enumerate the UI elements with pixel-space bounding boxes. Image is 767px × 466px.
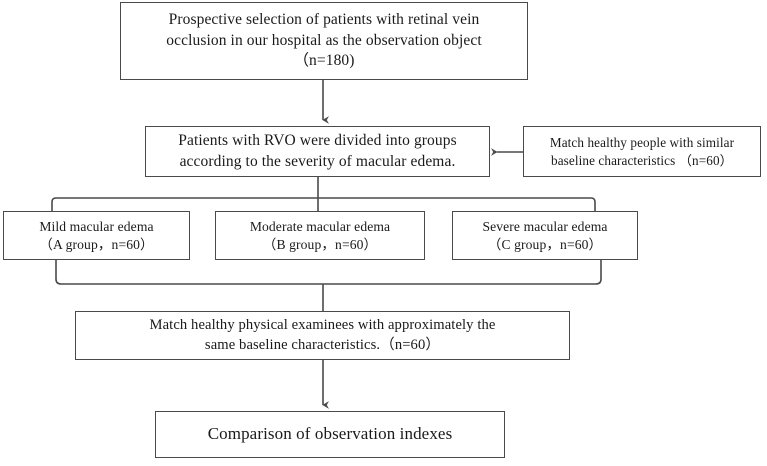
node-moderate-macular-edema: Moderate macular edema （B group，n=60）	[215, 211, 425, 260]
node-control-match-line2: baseline characteristics （n=60）	[551, 152, 733, 168]
node-comparison-line1: Comparison of observation indexes	[207, 424, 453, 444]
node-mild-macular-edema: Mild macular edema （A group，n=60）	[3, 211, 190, 260]
node-enrollment-line1: Prospective selection of patients with r…	[168, 11, 480, 29]
node-grouping-line1: Patients with RVO were divided into grou…	[178, 132, 457, 150]
node-comparison: Comparison of observation indexes	[155, 411, 505, 458]
node-mild-line1: Mild macular edema	[39, 218, 154, 234]
node-grouping: Patients with RVO were divided into grou…	[145, 126, 490, 177]
node-severe-line2: （C group，n=60）	[487, 236, 603, 252]
node-control-match: Match healthy people with similar baseli…	[523, 126, 761, 177]
node-moderate-line2: （B group，n=60）	[262, 236, 378, 252]
node-control-match-line1: Match healthy people with similar	[549, 135, 735, 151]
node-enrollment: Prospective selection of patients with r…	[120, 2, 528, 80]
node-healthy-examinees: Match healthy physical examinees with ap…	[75, 311, 570, 360]
bracket-severity-merge	[55, 260, 602, 285]
node-examinees-line2: same baseline characteristics.（n=60）	[204, 336, 441, 353]
node-enrollment-line3: （n=180)	[293, 52, 355, 70]
node-severe-line1: Severe macular edema	[482, 218, 608, 234]
node-moderate-line1: Moderate macular edema	[249, 218, 391, 234]
node-examinees-line1: Match healthy physical examinees with ap…	[149, 317, 496, 334]
node-grouping-line2: according to the severity of macular ede…	[179, 152, 456, 170]
node-mild-line2: （A group，n=60）	[39, 236, 154, 252]
node-enrollment-line2: occlusion in our hospital as the observa…	[166, 31, 482, 49]
bracket-severity-split	[51, 197, 596, 211]
node-severe-macular-edema: Severe macular edema （C group，n=60）	[452, 211, 638, 260]
